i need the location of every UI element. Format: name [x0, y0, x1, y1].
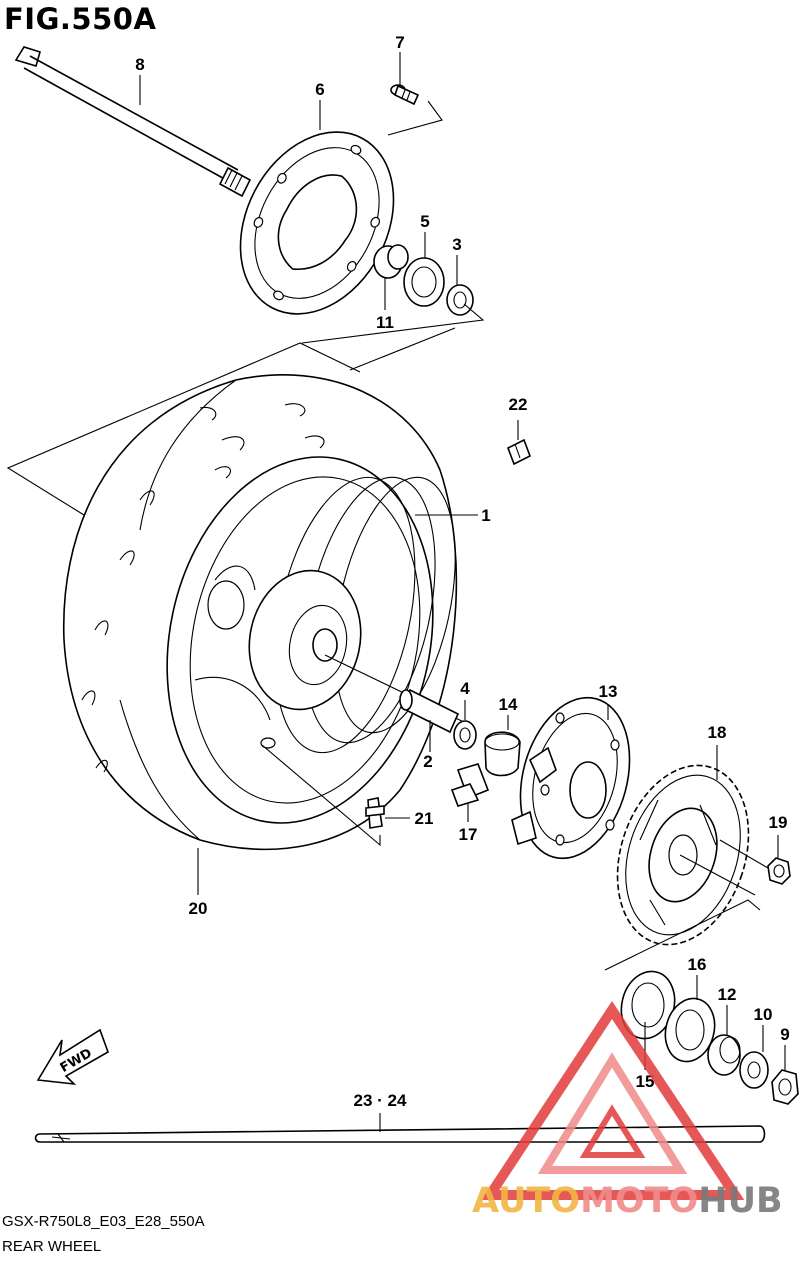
callout-7: 7: [395, 33, 404, 52]
watermark-text-auto: AUTO: [472, 1181, 580, 1221]
callout-21: 21: [415, 809, 434, 828]
axle-nut-9: [771, 1069, 799, 1105]
callout-5: 5: [420, 212, 429, 231]
callout-14: 14: [499, 695, 518, 714]
callout-22: 22: [509, 395, 528, 414]
rear-rim: [166, 456, 456, 824]
callout-17: 17: [459, 825, 478, 844]
figure-title: FIG.550A: [4, 2, 157, 36]
callout-4: 4: [460, 679, 470, 698]
callout-8: 8: [135, 55, 144, 74]
callout-2: 2: [423, 752, 432, 771]
spacer-11: [373, 244, 409, 279]
spacer-14: [484, 731, 521, 777]
rear-sprocket: [616, 764, 750, 946]
watermark-logo: [480, 1000, 745, 1200]
callout-20: 20: [189, 899, 208, 918]
callout-18: 18: [708, 723, 727, 742]
callout-13: 13: [599, 682, 618, 701]
valve-21: [365, 797, 385, 829]
collar-2: [399, 688, 460, 734]
bearing-4: [453, 720, 477, 750]
bearing-3: [446, 284, 474, 316]
watermark-text: AUTOMOTOHUB: [472, 1181, 783, 1221]
valve-cap-22: [506, 438, 532, 466]
callout-6: 6: [315, 80, 324, 99]
rim-tape-23-24: [34, 1125, 766, 1143]
watermark-text-hub: HUB: [698, 1181, 782, 1221]
callout-15: 15: [636, 1072, 655, 1091]
callout-10: 10: [754, 1005, 773, 1024]
watermark-triangle-core: [579, 1104, 646, 1158]
washer-10: [739, 1051, 769, 1089]
callout-3: 3: [452, 235, 461, 254]
damper-17: [450, 763, 490, 807]
callout-16: 16: [688, 955, 707, 974]
callout-19: 19: [769, 813, 788, 832]
model-code: GSX-R750L8_E03_E28_550A: [2, 1213, 205, 1230]
brake-disc: [239, 131, 395, 315]
callout-11: 11: [376, 313, 394, 332]
tire-tread-pattern: [81, 403, 325, 773]
watermark-triangle-inner: [537, 1052, 688, 1174]
disc-bolt: [390, 84, 420, 106]
callout-23-24: 23 · 24: [354, 1091, 407, 1110]
watermark-text-moto: MOTO: [580, 1181, 698, 1221]
watermark-triangle-outer: [480, 1000, 745, 1200]
rear-axle: [14, 46, 252, 198]
section-name: REAR WHEEL: [2, 1238, 102, 1255]
callout-1: 1: [481, 506, 490, 525]
oil-seal-16: [664, 997, 716, 1063]
sprocket-drum: [511, 696, 631, 860]
spacer-12: [707, 1034, 741, 1076]
callout-labels: 1 2 3 4 5 6 7 8 9 10 11 12 13 14 15 16 1…: [135, 33, 789, 1110]
callout-12: 12: [718, 985, 737, 1004]
oil-seal-5: [403, 257, 445, 307]
forward-direction-indicator: FWD: [36, 1028, 109, 1086]
callout-9: 9: [780, 1025, 789, 1044]
sprocket-nut-19: [767, 857, 791, 885]
